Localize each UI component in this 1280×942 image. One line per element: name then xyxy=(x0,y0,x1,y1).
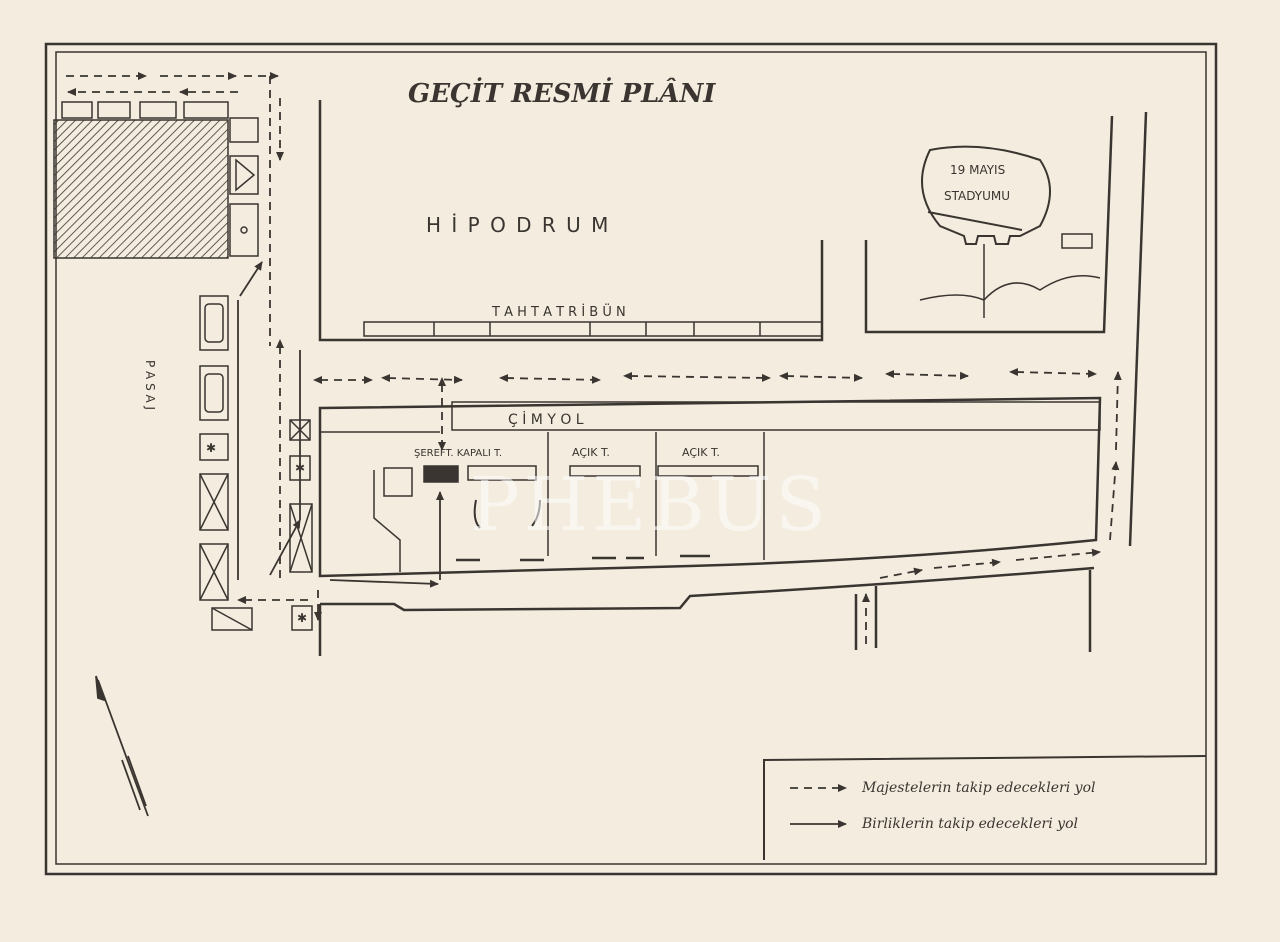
map-title: GEÇİT RESMİ PLÂNI xyxy=(408,77,716,109)
tribune-boxes xyxy=(383,465,759,497)
lower-road-edge xyxy=(320,566,1095,612)
stadium-label-1: 19 MAYIS xyxy=(950,163,1005,177)
hipodrum-outline xyxy=(318,100,824,342)
seref-kapali-label: ŞEREFT. KAPALI T. xyxy=(414,448,502,459)
hipodrum-label: H İ P O D R U M xyxy=(426,213,610,237)
legend-solid-text: Birliklerin takip edecekleri yol xyxy=(861,816,1078,832)
acik-tribun-2-label: AÇIK T. xyxy=(682,446,720,459)
svg-text:✱: ✱ xyxy=(295,461,305,475)
acik-tribun-1-label: AÇIK T. xyxy=(572,446,610,459)
stadium-building xyxy=(921,145,1051,245)
wooden-tribune xyxy=(363,321,823,337)
stadium-stand-line xyxy=(927,211,1023,231)
cim-yol-strip xyxy=(451,401,1101,431)
royal-route-main-road xyxy=(313,368,1097,384)
legend-dashed-text: Majestelerin takip edecekleri yol xyxy=(861,780,1096,796)
legend: Majestelerin takip edecekleri yol Birlik… xyxy=(763,755,1207,860)
south-route-arrows xyxy=(862,371,1122,644)
stadium-area-outline xyxy=(864,115,1114,334)
flag-icons: ✱ ✱ ✱ xyxy=(206,441,307,625)
left-column-units xyxy=(199,295,313,631)
stadium-annex xyxy=(1061,233,1093,249)
lower-block-outline xyxy=(318,396,1102,578)
watermark: PHEBUS xyxy=(470,462,830,548)
svg-text:✱: ✱ xyxy=(297,611,307,625)
south-roads xyxy=(318,570,1092,656)
stadium-path xyxy=(919,244,1101,318)
outer-border xyxy=(44,42,1218,876)
cim-yol-label: Ç İ M Y O L xyxy=(508,410,584,428)
left-solid-arrows xyxy=(237,261,439,588)
gate-marks xyxy=(456,554,710,562)
entry-curves xyxy=(473,499,541,529)
top-route-arrows xyxy=(66,72,279,96)
stadium-label-2: STADYUMU xyxy=(944,189,1010,203)
pasaj-label: P A S A J xyxy=(143,360,157,410)
east-road-edge xyxy=(1128,111,1148,547)
entrance-path xyxy=(373,470,401,572)
hatched-building xyxy=(53,119,229,259)
north-arrow-icon xyxy=(95,675,149,817)
svg-text:✱: ✱ xyxy=(206,441,216,455)
tribun-label: T A H T A T R İ B Ü N xyxy=(491,303,626,320)
inner-border xyxy=(55,51,1207,865)
left-route-lines xyxy=(237,76,322,621)
small-buildings-top xyxy=(61,101,259,257)
tribune-dividers xyxy=(547,432,765,560)
